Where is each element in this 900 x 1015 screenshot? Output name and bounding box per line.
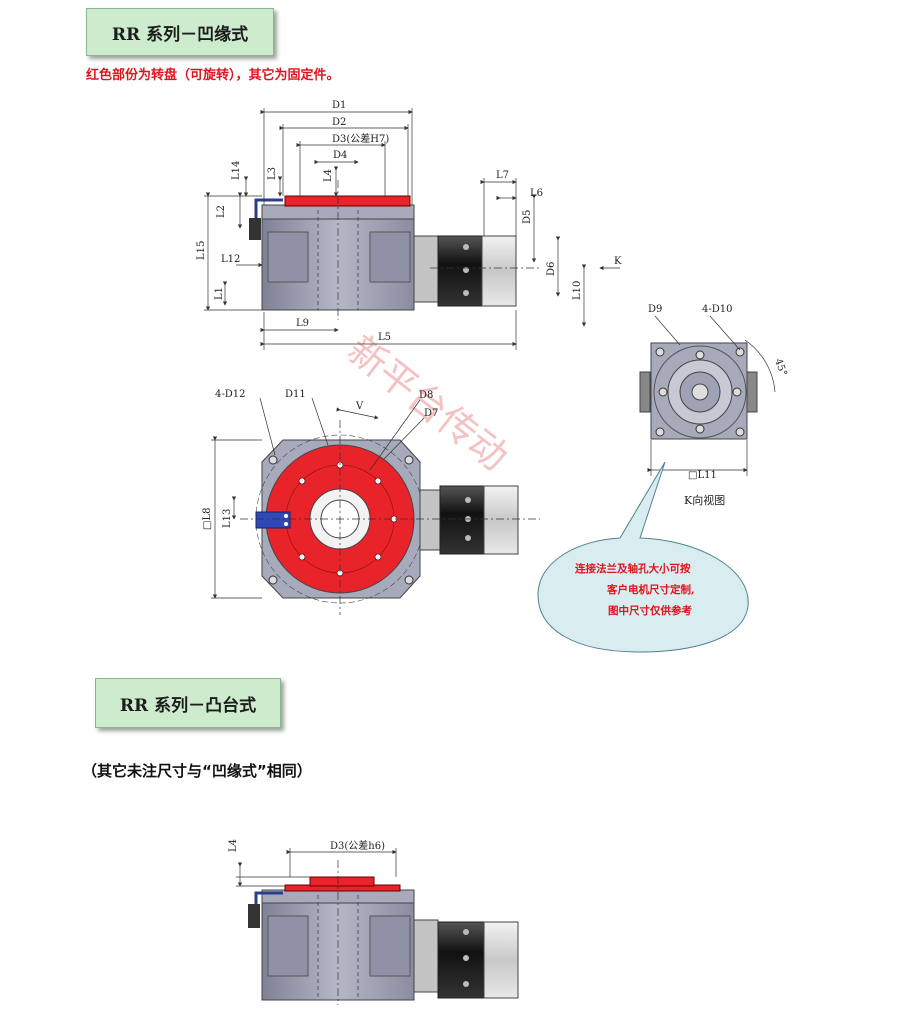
section2-note: （其它未注尺寸与“凹缘式”相同） [82, 762, 312, 780]
callout-bubble [537, 461, 749, 653]
dim-D11: D11 [285, 389, 306, 400]
dim-L10: L10 [572, 281, 583, 300]
section2-title: RR 系列－凸台式 [119, 695, 257, 716]
k-view-label: K向视图 [684, 493, 725, 507]
dim-D6: D6 [546, 262, 557, 276]
dim-L8: □L8 [202, 508, 213, 530]
k-view [639, 315, 776, 476]
dim-V: V [355, 401, 364, 412]
dim-L9: L9 [296, 318, 309, 329]
callout-line2: 客户电机尺寸定制, [606, 583, 695, 596]
dim-D7: D7 [424, 408, 438, 419]
dim-L4-bottom: L4 [228, 839, 239, 852]
dim-D4: D4 [333, 150, 347, 161]
dim-L13: L13 [222, 509, 233, 528]
front-view-bottom [248, 860, 519, 1005]
top-dimension-lines [204, 108, 620, 350]
dim-D12: 4-D12 [215, 389, 245, 400]
dim-L4: L4 [323, 169, 334, 182]
section1-title: RR 系列－凹缘式 [111, 24, 249, 45]
dim-D10: 4-D10 [702, 304, 732, 315]
callout-line1: 连接法兰及轴孔大小可按 [575, 562, 691, 575]
top-view-dimensions [211, 397, 425, 599]
dim-D9: D9 [648, 304, 662, 315]
dim-L15: L15 [196, 241, 207, 260]
dim-L5: L5 [378, 332, 391, 343]
dim-D8: D8 [419, 390, 433, 401]
callout-line3: 图中尺寸仅供参考 [608, 604, 692, 617]
dim-D3-top: D3(公差H7) [332, 132, 389, 145]
dim-D1: D1 [332, 100, 346, 111]
dim-L3: L3 [267, 167, 278, 180]
dim-D3-bottom: D3(公差h6) [330, 839, 385, 852]
dim-K: K [614, 256, 622, 267]
dim-L2: L2 [216, 205, 227, 218]
bottom-dimensions [236, 848, 397, 887]
dim-L7: L7 [496, 170, 509, 181]
section1-note: 红色部份为转盘（可旋转），其它为固定件。 [86, 68, 340, 83]
dim-L12: L12 [221, 254, 240, 265]
dim-D2: D2 [332, 117, 346, 128]
dim-angle: 45° [772, 357, 788, 377]
dim-L11: □L11 [688, 470, 717, 481]
front-view-top [249, 180, 540, 320]
section2-title-tag: RR 系列－凸台式 [95, 678, 281, 728]
section1-title-tag: RR 系列－凹缘式 [86, 8, 274, 56]
dim-L6: L6 [530, 188, 543, 199]
dim-L14: L14 [231, 161, 242, 180]
dim-D5: D5 [522, 210, 533, 224]
dim-L1: L1 [214, 287, 225, 300]
top-view [240, 420, 540, 615]
